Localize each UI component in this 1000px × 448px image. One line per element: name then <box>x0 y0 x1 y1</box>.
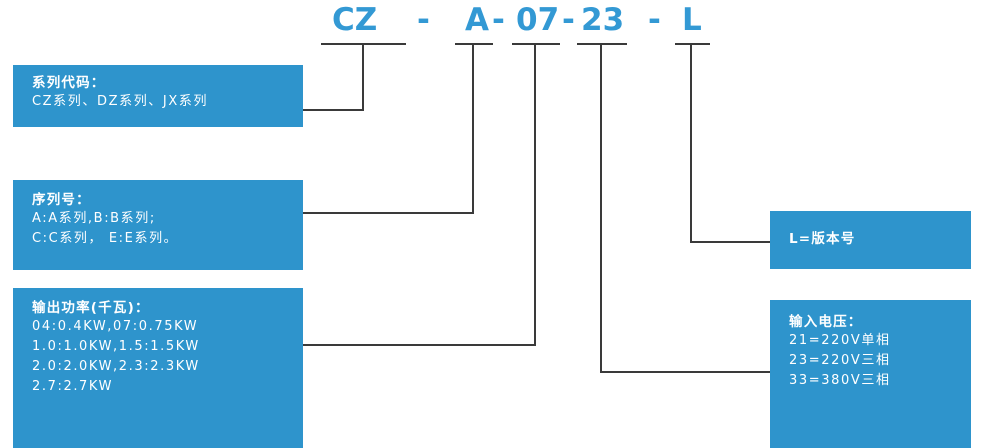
input-voltage-line-3: 33=380V三相 <box>789 373 891 388</box>
code-segment-voltage: 23 <box>581 2 625 38</box>
output-power-title: 输出功率(千瓦)： <box>32 300 150 316</box>
output-power-line-4: 2.7:2.7KW <box>32 379 114 394</box>
output-power-line-1: 04:0.4KW,07:0.75KW <box>32 319 199 334</box>
callout-box-version-number: L=版本号 <box>770 211 971 269</box>
wire-version-number <box>690 43 771 243</box>
callout-box-series-code: 系列代码： CZ系列、DZ系列、JX系列 <box>13 65 303 127</box>
input-voltage-title: 输入电压： <box>789 314 863 330</box>
code-dash-4: - <box>648 2 661 38</box>
series-code-line-1: CZ系列、DZ系列、JX系列 <box>32 94 209 109</box>
code-segment-serial: A <box>465 2 489 38</box>
wire-input-voltage <box>600 43 771 373</box>
product-code-row: CZ - A - 07 - 23 - L <box>0 0 1000 44</box>
callout-box-serial-number: 序列号： A:A系列,B:B系列; C:C系列， E:E系列。 <box>13 180 303 270</box>
input-voltage-line-1: 21=220V单相 <box>789 333 891 348</box>
callout-box-output-power: 输出功率(千瓦)： 04:0.4KW,07:0.75KW 1.0:1.0KW,1… <box>13 288 303 448</box>
output-power-line-3: 2.0:2.0KW,2.3:2.3KW <box>32 359 200 374</box>
serial-number-line-1: A:A系列,B:B系列; <box>32 211 156 226</box>
wire-output-power <box>302 43 536 346</box>
callout-box-input-voltage: 输入电压： 21=220V单相 23=220V三相 33=380V三相 <box>770 300 971 448</box>
code-dash-2: - <box>492 2 505 38</box>
code-segment-series: CZ <box>332 2 378 38</box>
serial-number-title: 序列号： <box>32 192 91 208</box>
code-dash-1: - <box>417 2 430 38</box>
code-dash-3: - <box>562 2 575 38</box>
wire-series-code <box>302 43 364 111</box>
serial-number-line-2: C:C系列， E:E系列。 <box>32 231 179 246</box>
wire-serial-number <box>302 43 474 214</box>
input-voltage-line-2: 23=220V三相 <box>789 353 891 368</box>
series-code-title: 系列代码： <box>32 75 106 91</box>
version-number-title: L=版本号 <box>789 231 856 247</box>
code-segment-power: 07 <box>516 2 560 38</box>
code-segment-version: L <box>682 2 702 38</box>
output-power-line-2: 1.0:1.0KW,1.5:1.5KW <box>32 339 200 354</box>
